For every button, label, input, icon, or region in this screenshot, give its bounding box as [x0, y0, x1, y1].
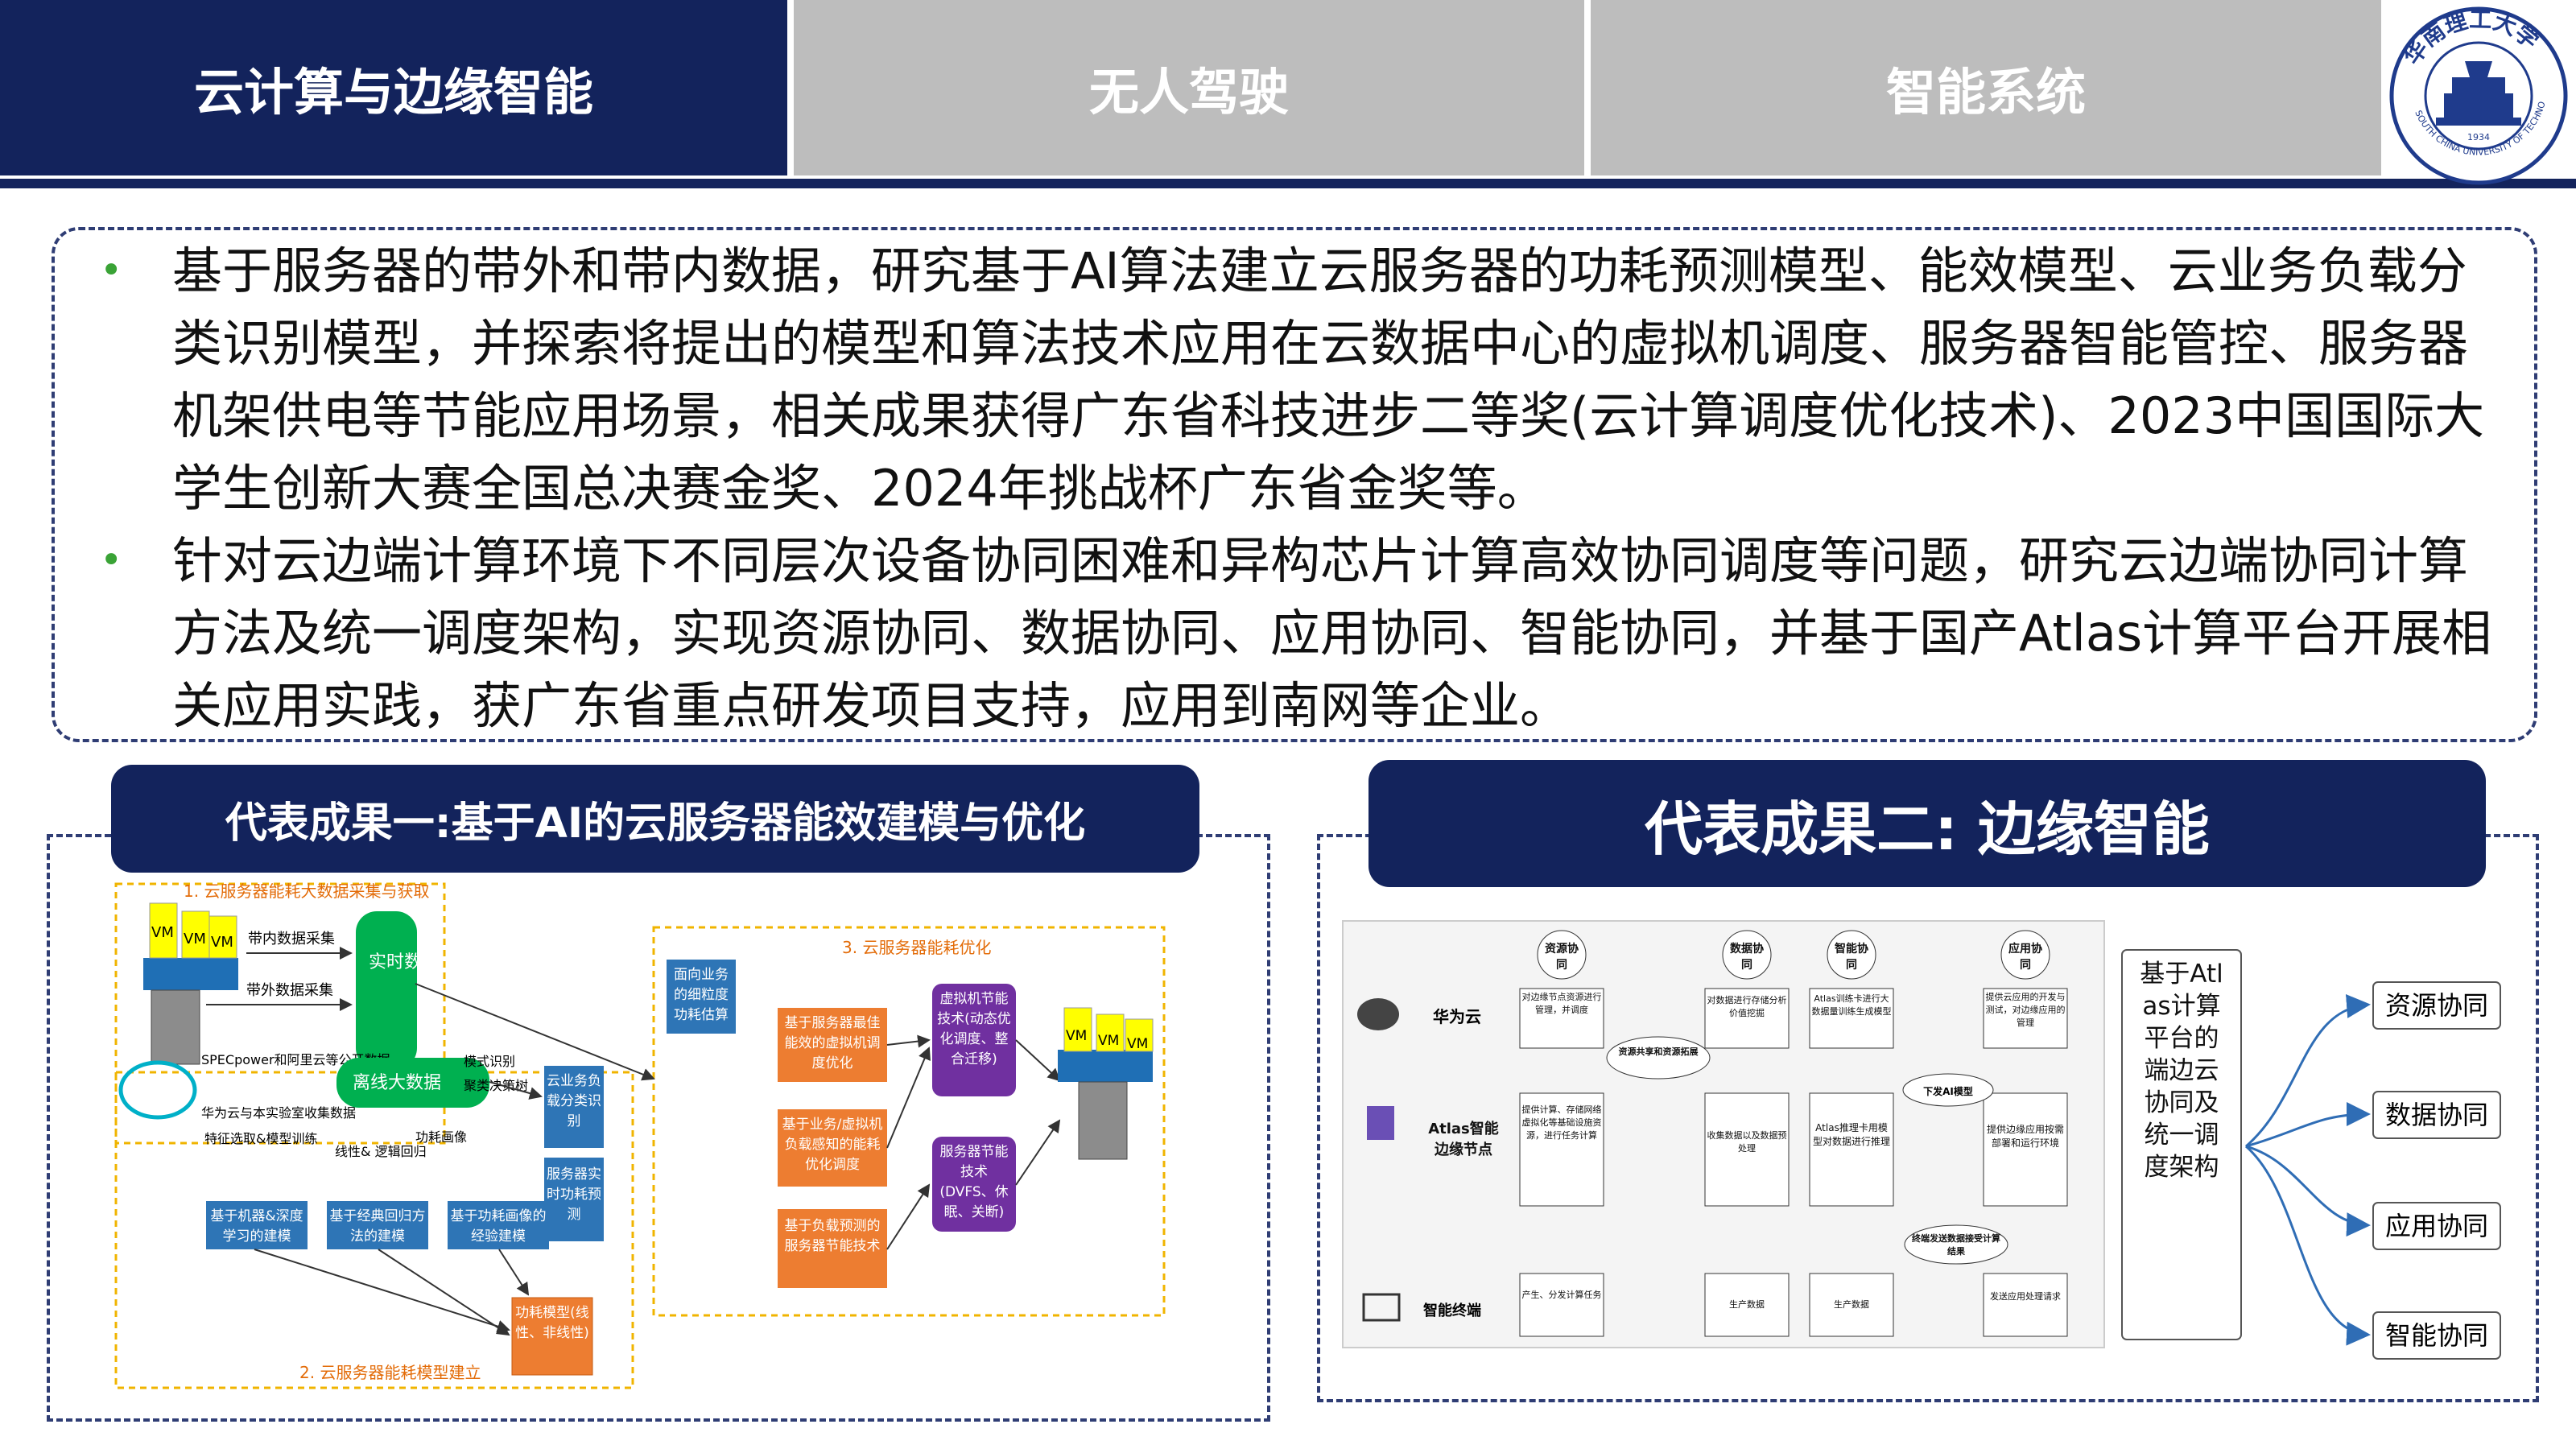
tab-label: 无人驾驶 [1088, 63, 1289, 122]
terminal-label: 智能终端 [1423, 1302, 1481, 1319]
regression-model: 基于经典回归方法的建模 [329, 1208, 426, 1245]
top-text: 提供云应用的开发与测试，对边缘应用的管理 [1985, 992, 2066, 1028]
bullet-dot: • [100, 538, 123, 583]
ml-model: 基于机器&深度学习的建模 [210, 1208, 303, 1245]
col-header: 资源协同 [1545, 943, 1579, 972]
tab-label: 云计算与边缘智能 [193, 63, 593, 122]
vm-label: VM [1066, 1028, 1087, 1044]
cloud-classify: 云业务负载分类识别 [547, 1073, 601, 1129]
outband-label: 带外数据采集 [246, 982, 333, 999]
col-header: 应用协同 [2008, 943, 2042, 972]
cluster-label: 聚类决策树 [464, 1078, 528, 1093]
output-intelligence: 智能协同 [2385, 1320, 2488, 1351]
bottom-text: 产生、分发计算任务 [1521, 1290, 1602, 1300]
university-logo: 华南理工大学 SOUTH CHINA UNIVERSITY OF TECHNOL… [2388, 5, 2568, 185]
opt-vm-schedule: 基于服务器最佳能效的虚拟机调度优化 [784, 1015, 881, 1071]
lab-data-label: 华为云与本实验室收集数据 [201, 1105, 356, 1121]
col-application: 应用协同 提供云应用的开发与测试，对边缘应用的管理 提供边缘应用按需部署和运行环… [1983, 930, 2068, 1337]
vm-label: VM [1127, 1036, 1148, 1052]
col-data: 数据协同 对数据进行存储分析价值挖掘 收集数据以及数据预处理 生产数据 [1704, 930, 1790, 1337]
section2-label: 2. 云服务器能耗模型建立 [299, 1363, 481, 1382]
huawei-cloud-label: 华为云 [1433, 1007, 1481, 1026]
vm-energy-tech: 虚拟机节能技术(动态优化调度、整合迁移) [937, 991, 1011, 1067]
public-data-label: SPECpower和阿里云等公开数据 [201, 1052, 390, 1067]
vm-label: VM [184, 931, 206, 947]
fine-grained: 面向业务的细粒度功耗估算 [674, 967, 729, 1023]
edge-intelligence-diagram: 华为云 Atlas智能边缘节点 智能终端 资源协同 对边缘节点资源进行管理，并调… [1342, 920, 2501, 1360]
feature-label: 特征选取&模型训练 [204, 1131, 317, 1146]
power-model: 功耗模型(线性、非线性) [515, 1305, 589, 1341]
logo-year: 1934 [2467, 132, 2490, 142]
pattern-label: 模式识别 [464, 1054, 515, 1069]
bottom-text: 生产数据 [1834, 1299, 1869, 1310]
top-text: Atlas训练卡进行大数据量训练生成模型 [1811, 993, 1892, 1017]
offline-data: 离线大数据 [353, 1073, 441, 1093]
hub-label: 基于Atlas计算平台的端边云协同及统一调度架构 [2140, 960, 2223, 1182]
bottom-text: 生产数据 [1729, 1299, 1765, 1310]
mid-text: 提供计算、存储网络虚拟化等基础设施资源，进行任务计算 [1521, 1104, 1602, 1141]
col-resource: 资源协同 对边缘节点资源进行管理，并调度 提供计算、存储网络虚拟化等基础设施资源… [1519, 930, 1604, 1337]
top-text: 对数据进行存储分析价值挖掘 [1707, 995, 1787, 1018]
output-resource: 资源协同 [2385, 990, 2488, 1021]
header-rule [0, 179, 2576, 188]
issue-model-label: 下发AI模型 [1923, 1085, 1973, 1097]
col-intelligence: 智能协同 Atlas训练卡进行大数据量训练生成模型 Atlas推理卡用模型对数据… [1809, 930, 1894, 1337]
tab-autonomous-driving[interactable]: 无人驾驶 [794, 0, 1584, 175]
edge-node-label: Atlas智能边缘节点 [1428, 1121, 1499, 1158]
bottom-text: 发送应用处理请求 [1990, 1291, 2061, 1302]
tab-label: 智能系统 [1885, 63, 2086, 122]
opt-load-predict: 基于负载预测的服务器节能技术 [784, 1218, 881, 1254]
opt-load-aware: 基于业务/虚拟机负载感知的能耗优化调度 [782, 1117, 883, 1173]
col-header: 数据协同 [1730, 943, 1764, 972]
realtime-data: 实时数据 [369, 952, 440, 972]
mid-text: Atlas推理卡用模型对数据进行推理 [1812, 1122, 1890, 1147]
profile-label: 功耗画像 [415, 1129, 467, 1145]
vm-label: VM [151, 924, 174, 941]
mid-text: 提供边缘应用按需部署和运行环境 [1986, 1124, 2064, 1149]
top-text: 对边缘节点资源进行管理，并调度 [1521, 992, 1602, 1015]
col-header: 智能协同 [1835, 943, 1868, 972]
energy-model-diagram: 1. 云服务器能耗大数据采集与获取 2. 云服务器能耗模型建立 3. 云服务器能… [114, 881, 1166, 1389]
result1-title: 代表成果一:基于AI的云服务器能效建模与优化 [111, 765, 1199, 873]
summary-box [52, 227, 2537, 742]
result2-title: 代表成果二: 边缘智能 [1368, 760, 2486, 887]
inband-label: 带内数据采集 [248, 931, 335, 947]
tab-cloud-edge[interactable]: 云计算与边缘智能 [0, 0, 787, 175]
section3-label: 3. 云服务器能耗优化 [842, 938, 991, 957]
realtime-predict: 服务器实时功耗预测 [547, 1166, 601, 1223]
share-label: 资源共享和资源拓展 [1618, 1046, 1699, 1057]
profile-model: 基于功耗画像的经验建模 [450, 1208, 547, 1245]
section1-label: 1. 云服务器能耗大数据采集与获取 [184, 881, 429, 901]
linear-label: 线性& 逻辑回归 [335, 1144, 427, 1159]
vm-label: VM [1098, 1033, 1119, 1049]
output-application: 应用协同 [2385, 1211, 2488, 1241]
tab-intelligent-systems[interactable]: 智能系统 [1591, 0, 2381, 175]
summary-paragraph-2: 针对云边端计算环境下不同层次设备协同困难和异构芯片计算高效协同调度等问题，研究云… [172, 531, 2492, 735]
mid-text: 收集数据以及数据预处理 [1707, 1130, 1787, 1154]
vm-label: VM [211, 934, 233, 951]
terminal-send-label: 终端发送数据接受计算结果 [1912, 1233, 2000, 1257]
output-data: 数据协同 [2385, 1100, 2488, 1130]
server-energy-tech: 服务器节能技术(DVFS、休眠、关断) [939, 1144, 1009, 1220]
summary-paragraph-1: 基于服务器的带外和带内数据，研究基于AI算法建立云服务器的功耗预测模型、能效模型… [172, 242, 2485, 518]
bullet-dot: • [100, 248, 123, 293]
